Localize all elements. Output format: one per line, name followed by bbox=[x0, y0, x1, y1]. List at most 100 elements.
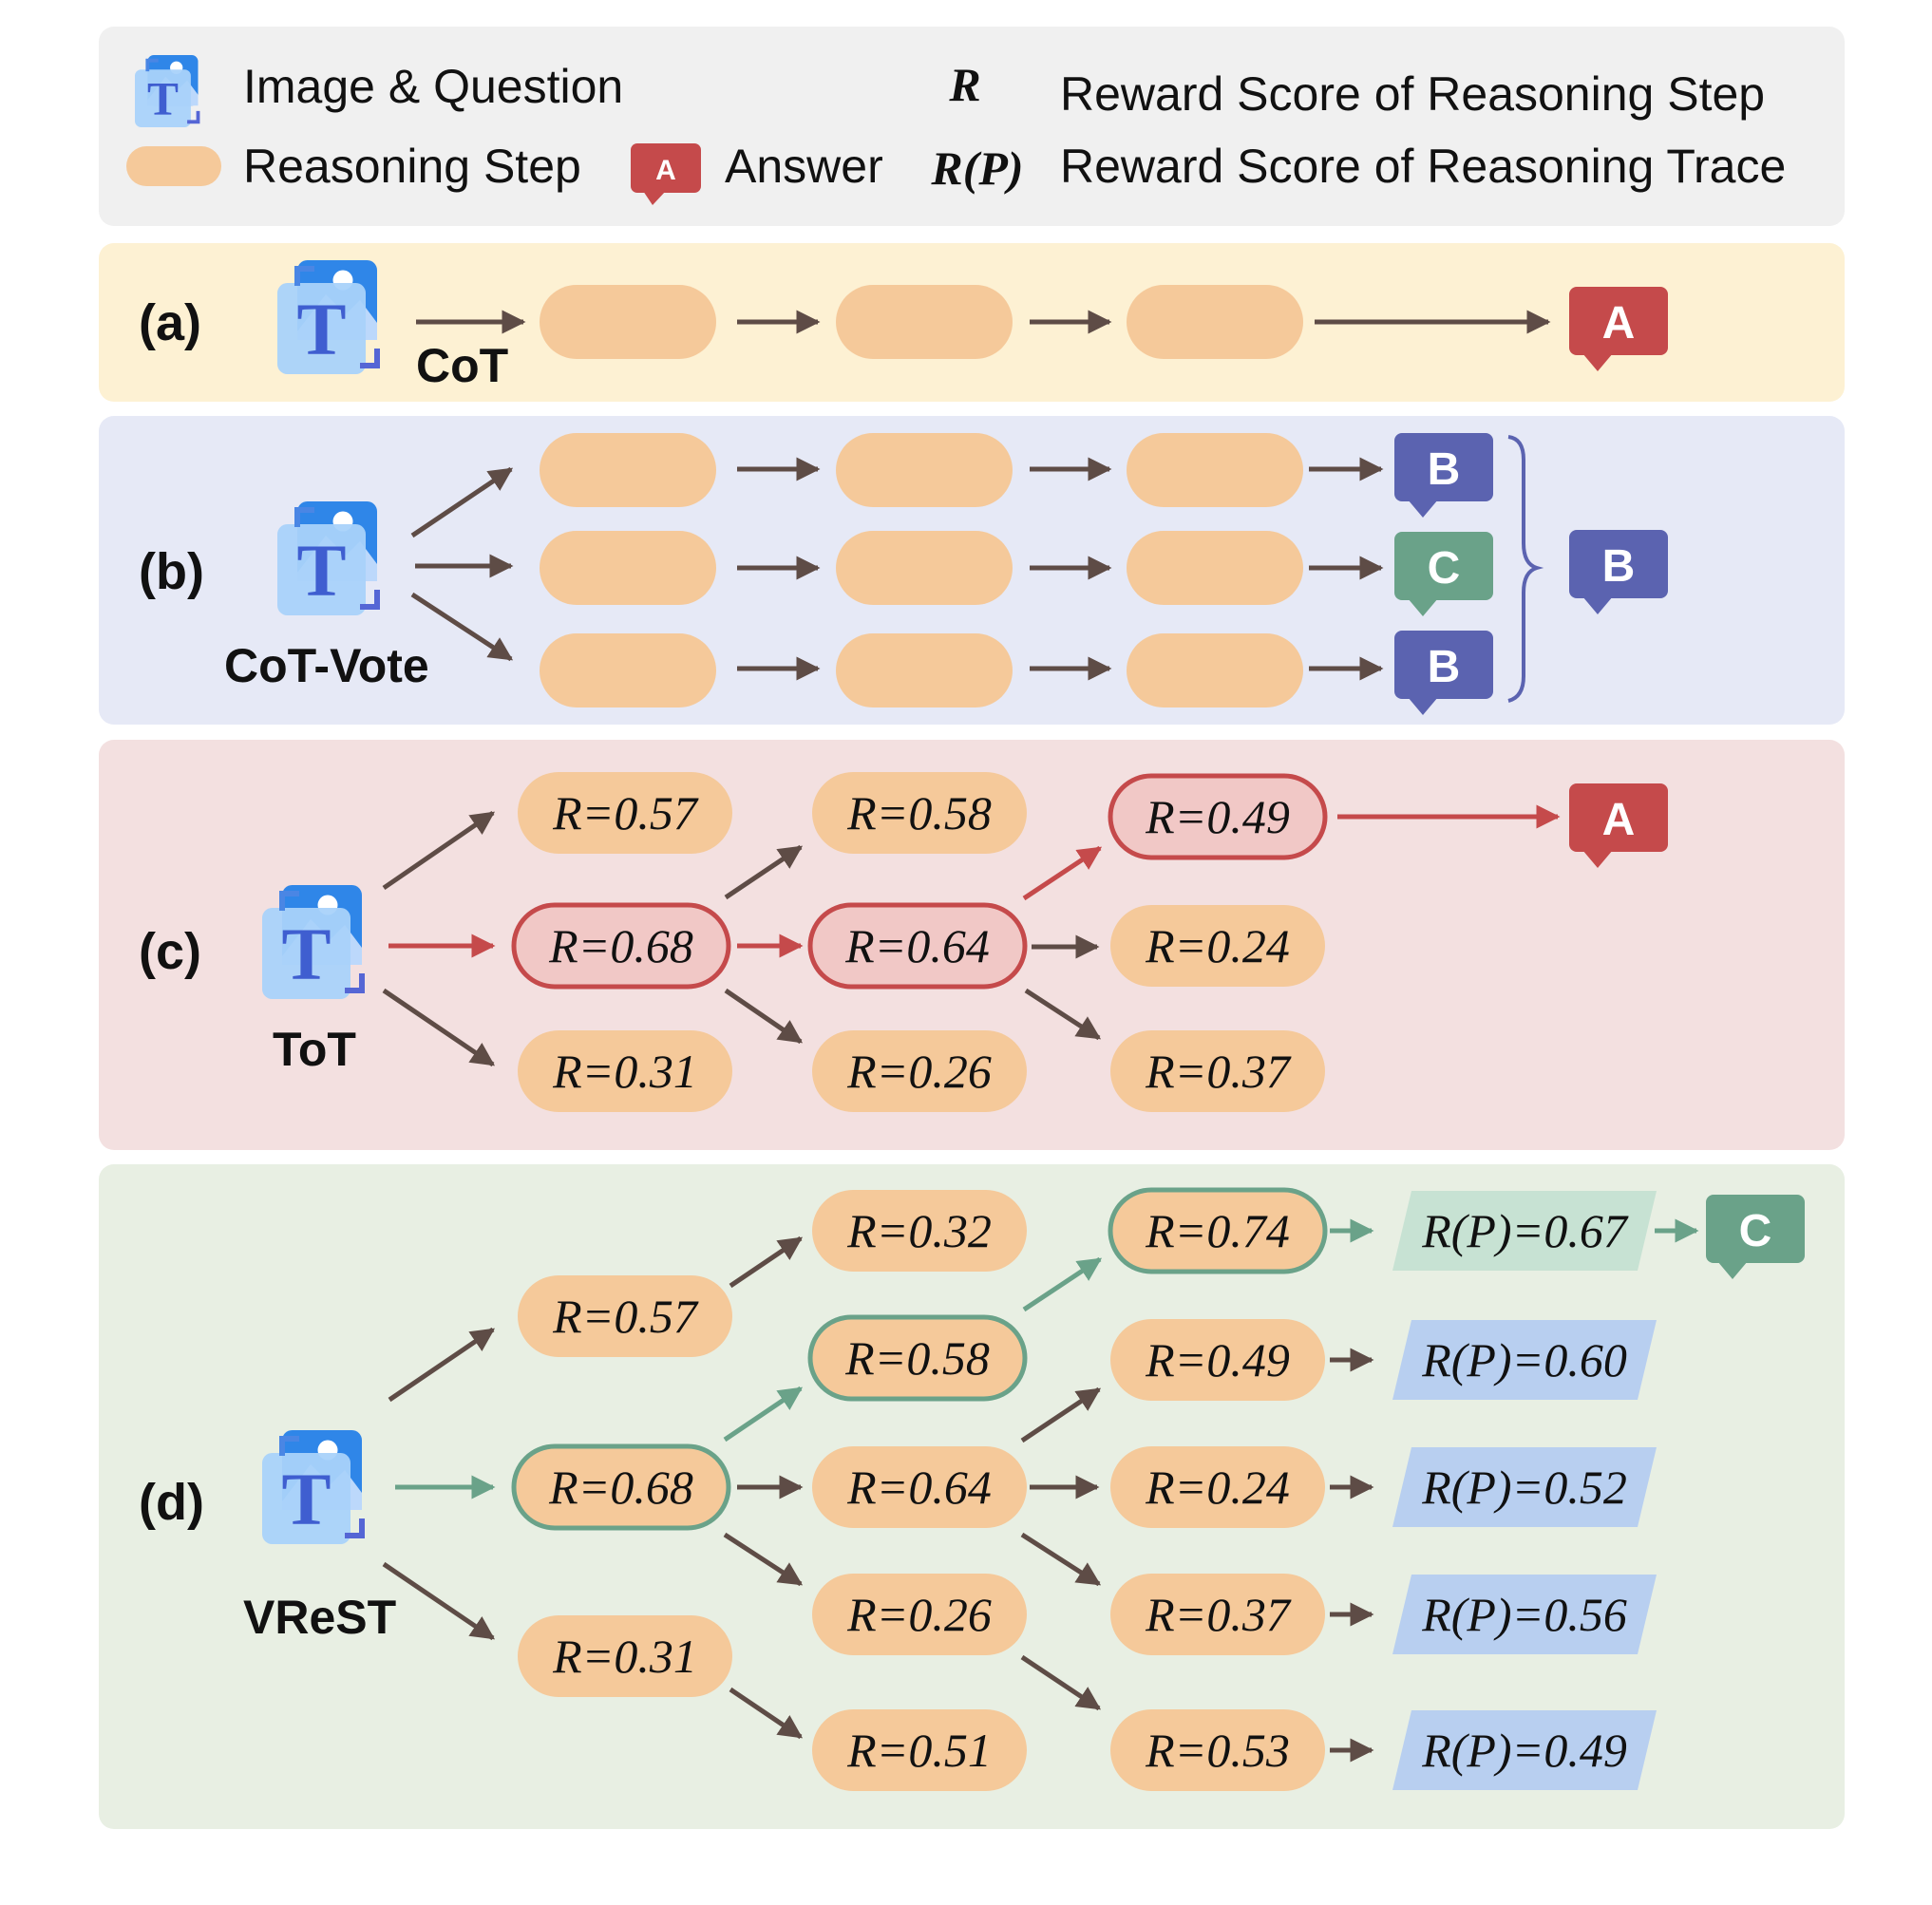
panel-d-method-label: VReST bbox=[243, 1591, 396, 1644]
reasoning-step bbox=[518, 1615, 732, 1697]
reward-score-label: R=0.58 bbox=[846, 786, 992, 839]
reasoning-step bbox=[518, 772, 732, 854]
panel-b-answer-bubble: B bbox=[1394, 631, 1493, 715]
reasoning-trace-score bbox=[1392, 1447, 1657, 1527]
reasoning-step bbox=[540, 433, 716, 507]
reasoning-step bbox=[807, 902, 1028, 990]
reasoning-step bbox=[812, 1030, 1027, 1112]
reward-score-label: R=0.24 bbox=[1145, 1461, 1290, 1514]
panel-d-vrest: (d) VReST R=0.57R=0.68R=0.31 R=0.32 bbox=[99, 1164, 1845, 1829]
reasoning-step bbox=[540, 531, 716, 605]
legend-rp-description: Reward Score of Reasoning Trace bbox=[1060, 140, 1786, 193]
reward-score-label: R=0.51 bbox=[846, 1724, 992, 1777]
reasoning-step bbox=[1127, 633, 1303, 707]
reasoning-step bbox=[540, 285, 716, 359]
trace-score-label: R(P)=0.67 bbox=[1421, 1204, 1629, 1257]
panel-d-selected-path-arrows bbox=[395, 1218, 1699, 1499]
reasoning-step bbox=[807, 1314, 1028, 1402]
reasoning-step bbox=[1110, 1574, 1325, 1655]
panel-c-tag: (c) bbox=[139, 923, 201, 980]
trace-score-label: R(P)=0.56 bbox=[1421, 1588, 1627, 1641]
reasoning-step bbox=[540, 633, 716, 707]
answer-bubble-icon: A bbox=[631, 143, 701, 205]
legend-r-description: Reward Score of Reasoning Step bbox=[1060, 67, 1765, 121]
trace-score-label: R(P)=0.60 bbox=[1421, 1333, 1627, 1386]
reasoning-step bbox=[1110, 1319, 1325, 1401]
panel-d-answer-bubble: C bbox=[1706, 1195, 1805, 1279]
legend-answer-label: Answer bbox=[725, 140, 883, 193]
panel-a-cot: (a) CoT A bbox=[99, 243, 1845, 402]
panel-d-arrows bbox=[382, 1235, 1374, 1763]
reasoning-step bbox=[1110, 905, 1325, 987]
reasoning-step bbox=[518, 1275, 732, 1357]
panel-d-answer-label: C bbox=[1739, 1206, 1772, 1256]
panel-b-final-answer-bubble: B bbox=[1569, 530, 1668, 614]
panel-b-final-answer-label: B bbox=[1602, 541, 1636, 592]
legend-answer-glyph: A bbox=[655, 155, 676, 186]
trace-score-label: R(P)=0.52 bbox=[1421, 1461, 1627, 1514]
panel-d-tag: (d) bbox=[139, 1474, 204, 1531]
reasoning-step bbox=[1127, 531, 1303, 605]
legend-rp-symbol: R(P) bbox=[930, 141, 1023, 195]
panel-b-method-label: CoT-Vote bbox=[224, 639, 429, 692]
reasoning-trace-score bbox=[1392, 1191, 1657, 1271]
reasoning-step bbox=[511, 1443, 731, 1531]
panel-b-answer-label: B bbox=[1428, 642, 1461, 692]
legend-r-symbol: R bbox=[948, 58, 980, 111]
reward-score-label: R=0.26 bbox=[846, 1045, 992, 1098]
panel-c-method-label: ToT bbox=[273, 1023, 356, 1076]
reward-score-label: R=0.37 bbox=[1145, 1045, 1292, 1098]
reasoning-step bbox=[812, 1709, 1027, 1791]
panel-b-cot-vote: (b) CoT-Vote bbox=[99, 416, 1845, 725]
reasoning-step bbox=[1110, 1030, 1325, 1112]
reward-score-label: R=0.24 bbox=[1145, 919, 1290, 972]
reasoning-step bbox=[812, 1190, 1027, 1272]
panel-c-tot: (c) ToT R=0.57R=0.68R=0.31R=0.58R=0.64R=… bbox=[99, 740, 1845, 1150]
panel-c-steps: R=0.57R=0.68R=0.31 R=0.58R=0.64R=0.26 R=0.… bbox=[511, 772, 1328, 1112]
panel-b-answer-bubble: C bbox=[1394, 532, 1493, 616]
reward-score-label: R=0.64 bbox=[846, 1461, 992, 1514]
panel-a-answer-label: A bbox=[1602, 298, 1636, 349]
panel-a-tag: (a) bbox=[139, 294, 201, 351]
reasoning-step bbox=[812, 1574, 1027, 1655]
reasoning-step bbox=[518, 1030, 732, 1112]
panel-a-answer-bubble: A bbox=[1569, 287, 1668, 371]
reasoning-step bbox=[1127, 433, 1303, 507]
panel-c-answer-bubble: A bbox=[1569, 783, 1668, 868]
panel-b-answer-bubble: B bbox=[1394, 433, 1493, 518]
reward-score-label: R=0.26 bbox=[846, 1588, 992, 1641]
reward-score-label: R=0.64 bbox=[844, 919, 990, 972]
reasoning-step bbox=[1108, 773, 1328, 860]
reasoning-trace-score bbox=[1392, 1710, 1657, 1790]
panel-b-arrows bbox=[410, 457, 1384, 681]
legend-image-question-label: Image & Question bbox=[243, 60, 623, 113]
reward-score-label: R=0.49 bbox=[1145, 1333, 1290, 1386]
reasoning-trace-score bbox=[1392, 1320, 1657, 1400]
reasoning-trace-score bbox=[1392, 1575, 1657, 1654]
vote-brace bbox=[1507, 435, 1544, 703]
legend-background bbox=[99, 27, 1845, 226]
reward-score-label: R=0.57 bbox=[552, 786, 699, 839]
trace-score-label: R(P)=0.49 bbox=[1421, 1724, 1627, 1777]
reward-score-label: R=0.57 bbox=[552, 1290, 699, 1343]
reasoning-step bbox=[836, 285, 1013, 359]
panel-b-tag: (b) bbox=[139, 543, 204, 600]
reasoning-step bbox=[836, 433, 1013, 507]
reasoning-step bbox=[836, 633, 1013, 707]
reward-score-label: R=0.68 bbox=[548, 919, 693, 972]
reasoning-step bbox=[1127, 285, 1303, 359]
panel-c-arrows bbox=[382, 810, 1102, 1067]
reasoning-step bbox=[1108, 1187, 1328, 1274]
reward-score-label: R=0.31 bbox=[552, 1045, 697, 1098]
reward-score-label: R=0.32 bbox=[846, 1204, 992, 1257]
legend-reasoning-step-label: Reasoning Step bbox=[243, 140, 581, 193]
reward-score-label: R=0.68 bbox=[548, 1461, 693, 1514]
panel-b-answer-label: C bbox=[1428, 543, 1461, 594]
panel-c-answer-label: A bbox=[1602, 795, 1636, 845]
reasoning-step bbox=[812, 772, 1027, 854]
reward-score-label: R=0.37 bbox=[1145, 1588, 1292, 1641]
reasoning-step bbox=[1110, 1709, 1325, 1791]
panel-a-method-label: CoT bbox=[416, 339, 508, 392]
reward-score-label: R=0.31 bbox=[552, 1630, 697, 1683]
